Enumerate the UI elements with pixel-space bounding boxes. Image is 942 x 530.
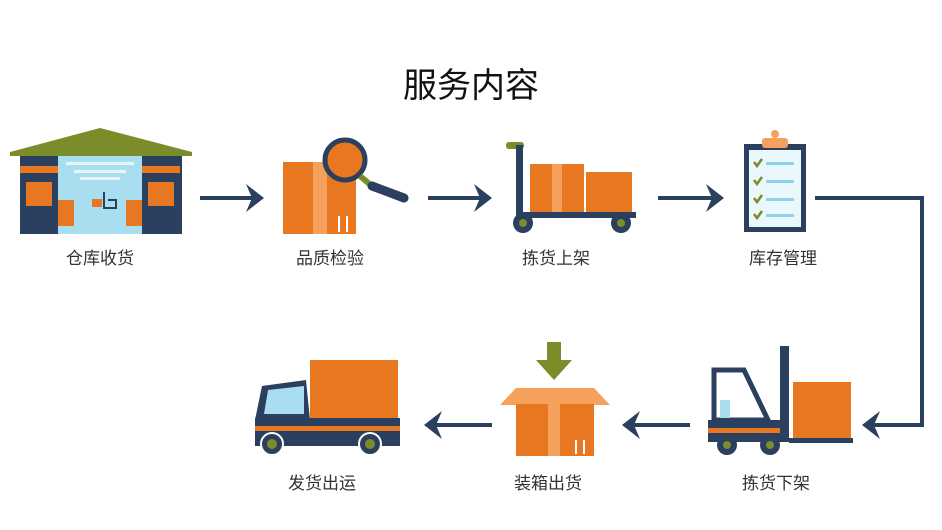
step-label-receiving: 仓库收货 bbox=[66, 249, 134, 269]
step-label-inspection: 品质检验 bbox=[296, 249, 364, 269]
page-title: 服务内容 bbox=[403, 66, 539, 106]
forklift-icon bbox=[708, 346, 853, 455]
step-label-putaway: 拣货上架 bbox=[522, 249, 590, 269]
arrow-connector bbox=[815, 196, 924, 427]
magnifier-box-icon bbox=[283, 137, 409, 234]
clipboard-checklist-icon bbox=[744, 130, 806, 232]
step-label-shipping: 发货出运 bbox=[288, 474, 356, 494]
step-label-packing: 装箱出货 bbox=[514, 474, 582, 494]
step-label-inventory: 库存管理 bbox=[749, 249, 817, 269]
packing-box-icon bbox=[500, 342, 610, 456]
delivery-truck-icon bbox=[255, 360, 400, 456]
step-label-picking: 拣货下架 bbox=[742, 474, 810, 494]
warehouse-icon bbox=[10, 128, 192, 234]
hand-truck-icon bbox=[506, 142, 636, 233]
